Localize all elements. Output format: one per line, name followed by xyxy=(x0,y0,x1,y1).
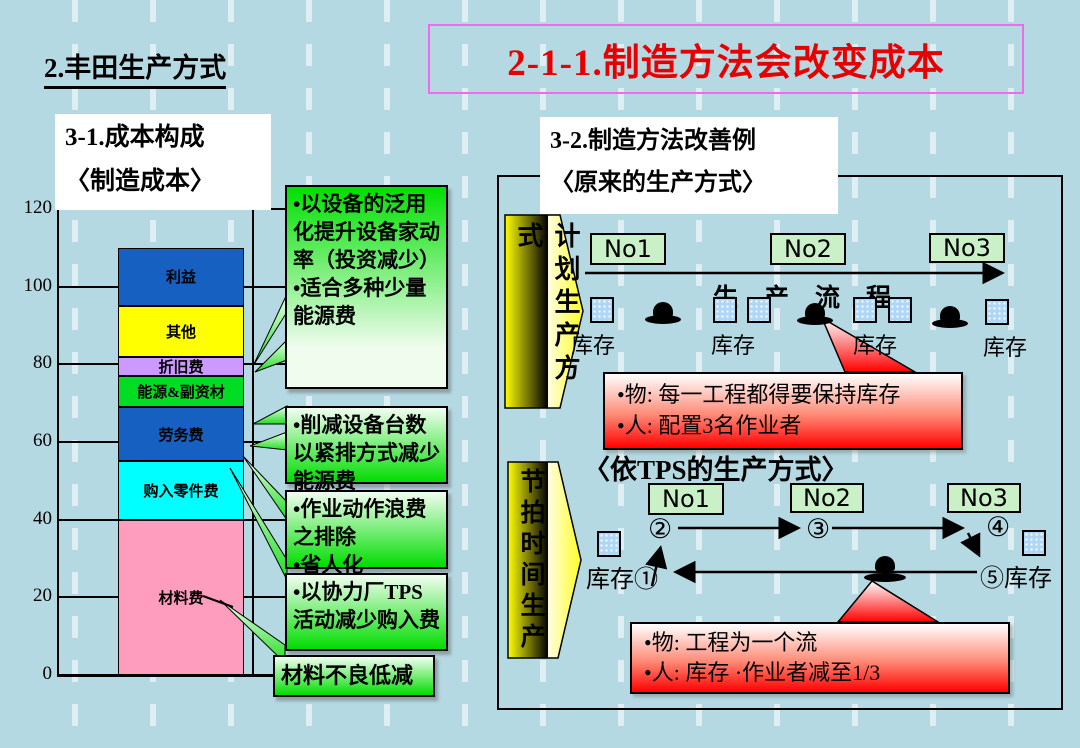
callout-equipment: •以设备的泛用化提升设备家动率（投资减少） •适合多种少量能源费 xyxy=(285,185,448,389)
callout-line: •以设备的泛用化提升设备家动率（投资减少） xyxy=(293,192,440,272)
original-callout: •物: 每一工程都得要保持库存 •人: 配置3名作业者 xyxy=(603,372,963,450)
inventory-label: 库存 xyxy=(571,333,616,358)
bar-segment: 其他 xyxy=(118,306,244,357)
bar-segment-label: 劳务费 xyxy=(158,427,204,444)
inventory-label: 库存 xyxy=(983,335,1028,360)
tps-station-no1: No1 xyxy=(648,483,724,515)
inventory-label: 库存 xyxy=(853,333,898,358)
step-4: ④ xyxy=(986,512,1011,542)
inventory-icon xyxy=(853,297,877,323)
callout-line: •物: 工程为一个流 xyxy=(644,630,818,655)
inventory-icon xyxy=(590,297,614,323)
tps-station-no3: No3 xyxy=(947,483,1021,513)
callout-material: 材料不良低减 xyxy=(273,655,435,697)
bar-segment: 利益 xyxy=(118,247,244,307)
callout-labor: •作业动作浪费之排除 •省人化 xyxy=(285,490,448,577)
inventory-icon xyxy=(985,299,1009,325)
bar-segment-label: 材料费 xyxy=(158,590,204,607)
inventory-icon xyxy=(597,531,621,557)
y-axis-tick-label: 40 xyxy=(33,507,52,529)
worker-hat-icon xyxy=(864,556,906,582)
cost-heading-line1: 3-1.成本构成 xyxy=(65,124,205,151)
tps-inventory-right: ⑤库存 xyxy=(980,566,1052,592)
improve-panel-heading: 3-2.制造方法改善例 〈原来的生产方式〉 xyxy=(540,117,838,214)
bar-segment-label: 折旧费 xyxy=(158,359,204,376)
y-axis-tick-label: 80 xyxy=(33,352,52,374)
plot-right-frame xyxy=(252,209,254,675)
bar-segment: 购入零件费 xyxy=(118,461,244,520)
station-no3: No3 xyxy=(929,233,1005,263)
y-axis-tick-label: 20 xyxy=(33,585,52,607)
inventory-icon xyxy=(1022,530,1046,556)
worker-hat-icon xyxy=(645,302,681,324)
callout-line: •物: 每一工程都得要保持库存 xyxy=(617,382,901,407)
bar-segment-label: 能源&副资材 xyxy=(137,385,225,401)
y-axis-tick-label: 120 xyxy=(23,197,53,218)
bar-segment-label: 购入零件费 xyxy=(143,484,219,501)
bar-segment-label: 其他 xyxy=(165,324,196,341)
tps-heading: 〈依TPS的生产方式〉 xyxy=(583,455,849,485)
cost-heading-line2: 〈制造成本〉 xyxy=(65,168,216,195)
bar-segment: 材料费 xyxy=(118,519,244,675)
bar-segment: 折旧费 xyxy=(118,356,244,376)
y-axis-line xyxy=(57,205,59,677)
callout-line: •省人化 xyxy=(293,552,364,577)
inventory-label: 库存 xyxy=(711,333,756,358)
main-title: 2-1-1.制造方法会改变成本 xyxy=(507,43,945,84)
banner-takt-label: 节拍时间生产 xyxy=(517,468,544,654)
improve-heading-line1: 3-2.制造方法改善例 xyxy=(550,128,756,154)
callout-energy: •削减设备台数以紧排方式减少能源费 xyxy=(285,406,448,493)
worker-hat-icon xyxy=(797,303,833,325)
y-axis-tick-label: 0 xyxy=(42,663,53,684)
inventory-icon xyxy=(888,297,912,323)
station-no2: No2 xyxy=(770,233,846,265)
bar-segment: 能源&副资材 xyxy=(118,375,244,408)
callout-line: •人: 库存 ·作业者减至1/3 xyxy=(644,660,881,685)
improve-heading-line2: 〈原来的生产方式〉 xyxy=(550,170,766,196)
tps-inventory-left: 库存① xyxy=(586,567,658,593)
y-axis-tick-label: 100 xyxy=(23,274,53,296)
section-title: 2.丰田生产方式 xyxy=(44,46,227,89)
worker-hat-icon xyxy=(932,306,968,328)
callout-purchase: •以协力厂TPS活动减少购入费 xyxy=(285,573,448,651)
step-2: ② xyxy=(648,514,673,544)
inventory-icon xyxy=(747,297,771,323)
bar-segment: 劳务费 xyxy=(118,407,244,462)
banner-plan-label: 计划生产方式 xyxy=(514,222,580,387)
gridline xyxy=(58,674,295,677)
step-3: ③ xyxy=(806,514,831,544)
callout-line: •削减设备台数以紧排方式减少能源费 xyxy=(293,413,440,493)
cost-panel-heading: 3-1.成本构成 〈制造成本〉 xyxy=(55,114,271,210)
callout-line: 材料不良低减 xyxy=(281,663,414,688)
tps-callout: •物: 工程为一个流 •人: 库存 ·作业者减至1/3 xyxy=(630,622,1010,694)
tps-station-no2: No2 xyxy=(790,483,864,513)
y-axis-tick-label: 60 xyxy=(33,430,52,451)
callout-line: •适合多种少量能源费 xyxy=(293,275,427,328)
inventory-icon xyxy=(713,297,737,323)
main-title-box: 2-1-1.制造方法会改变成本 xyxy=(428,24,1024,94)
station-no1: No1 xyxy=(590,233,666,265)
callout-line: •人: 配置3名作业者 xyxy=(617,413,802,438)
callout-line: •作业动作浪费之排除 xyxy=(293,497,427,549)
bar-segment-label: 利益 xyxy=(165,270,196,287)
callout-line: •以协力厂TPS活动减少购入费 xyxy=(293,580,440,632)
